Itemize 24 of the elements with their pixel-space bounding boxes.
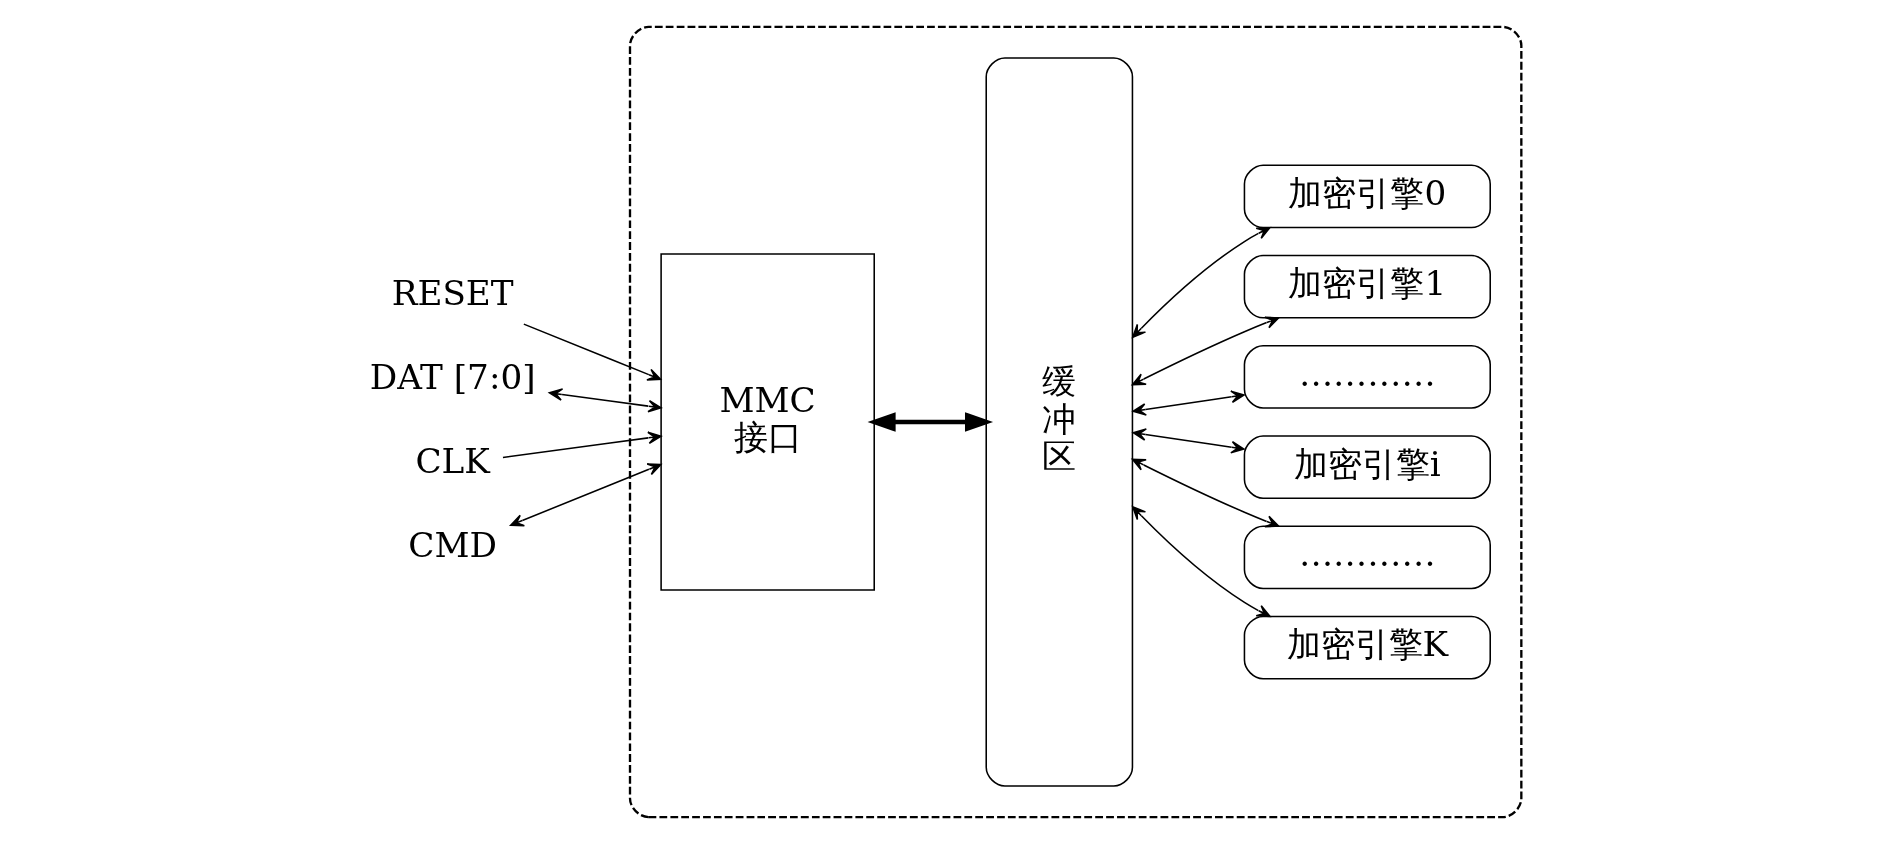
node-text: DAT [7:0] [369,356,536,397]
arrow [1131,506,1271,618]
arrow [509,463,662,527]
node-box: 加密引擎0 [1243,164,1491,229]
node-box: 加密引擎1 [1243,254,1491,319]
node-box: 加密引擎K [1243,615,1491,680]
node-box: 加密引擎i [1243,435,1491,499]
node-text: CLK [415,440,490,481]
arrow [1131,226,1271,338]
arrow [1132,428,1245,454]
node-box: 缓冲区 [985,57,1134,787]
arrow [548,388,662,413]
node-text: RESET [391,272,514,313]
arrow [523,323,662,381]
node-box: ………… [1243,345,1491,409]
node-box: ………… [1243,525,1491,590]
arrow [502,431,662,459]
arrow [1131,458,1280,528]
node-text: CMD [408,524,497,565]
arrow [1132,390,1245,416]
arrow [1131,316,1280,386]
arrow [867,412,994,432]
cluster [628,25,1523,819]
node-box: MMC 接口 [660,253,875,591]
